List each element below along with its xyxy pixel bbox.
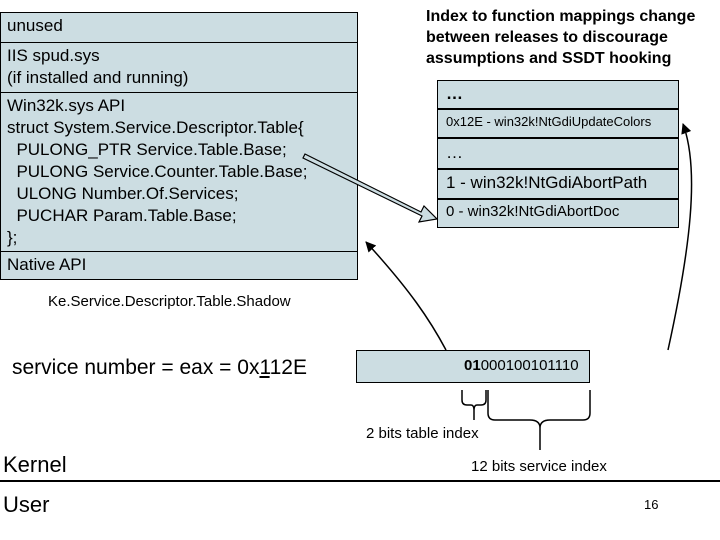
table-index-label: 2 bits table index [366, 425, 479, 442]
service-number-underlined: 1 [259, 356, 270, 379]
table-row-0: 0 - win32k!NtGdiAbortDoc [446, 203, 620, 220]
table-row-ellipsis-mid: … [446, 143, 463, 162]
service-number-prefix: service number = eax = 0x [12, 356, 260, 379]
win32k-struct-line: Win32k.sys API [7, 96, 126, 115]
table-row-0x12e: 0x12E - win32k!NtGdiUpdateColors [446, 114, 652, 129]
table-index-arrow [365, 241, 447, 351]
service-number-label: service number = eax = 0x112E [12, 355, 307, 380]
bits-service-part: 000100101110 [480, 357, 579, 374]
table-row-divider [437, 137, 679, 139]
table-row-divider [437, 168, 679, 170]
spud-block [0, 42, 358, 93]
win32k-struct-line: PULONG Service.Counter.Table.Base; [7, 162, 308, 181]
service-index-brace [487, 390, 591, 450]
shadow-table-label: Ke.Service.Descriptor.Table.Shadow [48, 293, 291, 310]
table-row-ellipsis-top: … [446, 84, 463, 103]
bits-table-part: 01 [464, 357, 481, 374]
spud-label-line2: (if installed and running) [7, 68, 189, 87]
win32k-struct-line: }; [7, 228, 18, 247]
kernel-user-divider [0, 480, 720, 482]
kernel-label: Kernel [3, 452, 67, 477]
note-line-2: between releases to discourage [426, 29, 668, 46]
win32k-struct-line: PUCHAR Param.Table.Base; [7, 206, 237, 225]
spud-label-line1: IIS spud.sys [7, 46, 100, 65]
user-label: User [3, 492, 50, 517]
win32k-struct-line: ULONG Number.Of.Services; [7, 184, 239, 203]
bits-value: 01000100101110 [464, 357, 579, 375]
unused-label: unused [7, 16, 63, 35]
table-index-brace [461, 390, 487, 420]
mapping-table [437, 80, 679, 228]
page-number: 16 [644, 497, 659, 512]
native-api-block [0, 251, 358, 280]
table-row-divider [437, 198, 679, 200]
note-line-3: assumptions and SSDT hooking [426, 50, 672, 67]
service-number-suffix: 12E [269, 356, 307, 379]
table-row-1: 1 - win32k!NtGdiAbortPath [446, 173, 648, 192]
bits-box [356, 350, 590, 383]
win32k-struct-line: PULONG_PTR Service.Table.Base; [7, 140, 287, 159]
note-line-1: Index to function mappings change [426, 8, 696, 25]
native-api-label: Native API [7, 255, 87, 274]
win32k-struct-line: struct System.Service.Descriptor.Table{ [7, 118, 304, 137]
table-row-divider [437, 108, 679, 110]
service-index-label: 12 bits service index [471, 458, 607, 475]
